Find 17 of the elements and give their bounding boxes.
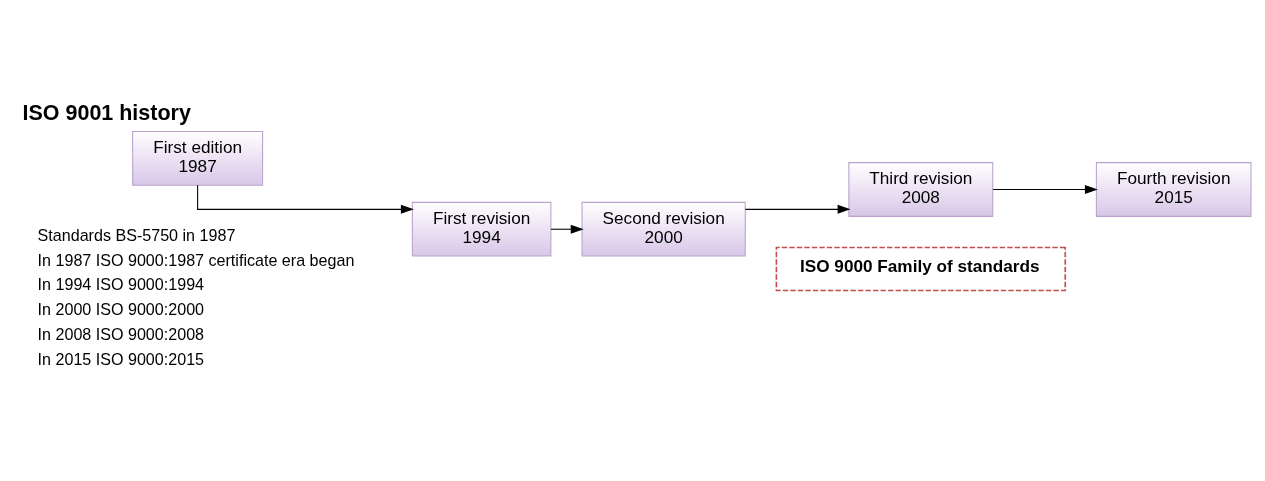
arrow — [992, 185, 1098, 194]
arrow — [744, 204, 851, 214]
label: In 2015 ISO 9000:2015 — [37, 349, 205, 368]
label: In 1994 ISO 9000:1994 — [37, 275, 205, 294]
node-box: Fourth revision 2015 — [1095, 162, 1252, 217]
node-box: Second revision 2000 — [581, 201, 746, 257]
label: Standards BS-5750 in 1987 — [37, 226, 236, 245]
node-box: First revision 1994 — [411, 201, 552, 257]
arrow — [550, 224, 584, 234]
arrow — [197, 184, 414, 214]
label: In 1987 ISO 9000:1987 certificate era began — [37, 250, 355, 269]
node-box: First edition 1987 — [132, 130, 264, 186]
node-box: Third revision 2008 — [848, 162, 994, 217]
label: In 2000 ISO 9000:2000 — [37, 300, 205, 319]
label: In 2008 ISO 9000:2008 — [37, 324, 205, 343]
diagram-title: ISO 9001 history — [22, 100, 191, 125]
node-box: ISO 9000 Family of standards — [775, 246, 1067, 292]
